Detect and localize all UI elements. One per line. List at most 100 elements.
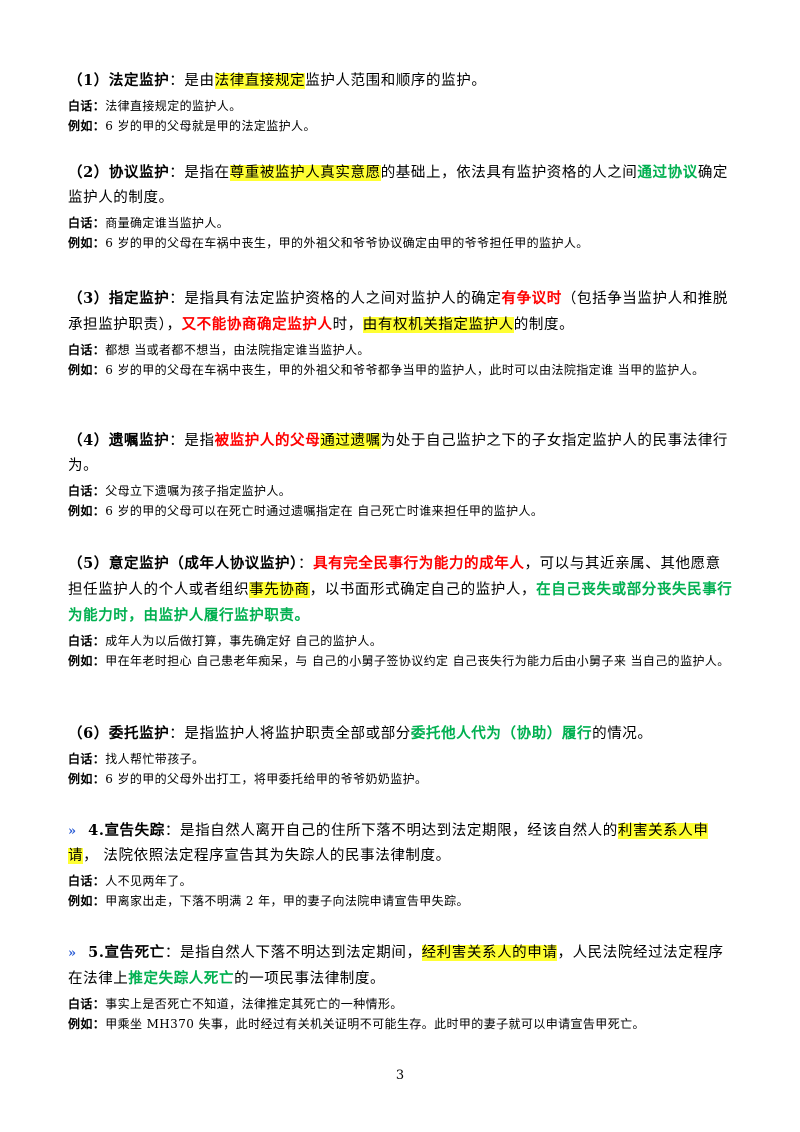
emphasis: 通过协议 [637, 164, 698, 181]
example: 例如：甲离家出走，下落不明满 2 年，甲的妻子向法院申请宣告甲失踪。 [68, 891, 736, 911]
plain-explanation: 白话：都想 当或者都不想当，由法院指定谁当监护人。 [68, 340, 736, 360]
example-text: 6 岁的甲的父母可以在死亡时通过遗嘱指定在 自己死亡时谁来担任甲的监护人。 [105, 504, 544, 518]
text: 为处于自己监护之下的子女指定监护人的民事法律行 为。 [68, 433, 729, 474]
section-declaration-of-death: » 5.宣告死亡：是指自然人下落不明达到法定期间，经利害关系人的申请，人民法院经过… [68, 940, 736, 1034]
section-entrusted-guardianship: （6）委托监护：是指监护人将监护职责全部或部分委托他人代为（协助）履行的情况。 … [68, 721, 736, 789]
term-title: （4）遗嘱监护 [68, 432, 170, 449]
example-label: 例如： [68, 504, 106, 518]
page-number: 3 [395, 1068, 405, 1083]
section-statutory-guardianship: （1）法定监护：是由法律直接规定监护人范围和顺序的监护。 白话：法律直接规定的监… [68, 68, 736, 136]
plain-label: 白话： [68, 874, 106, 888]
text: 的一项民事法律制度。 [234, 971, 386, 987]
definition: （4）遗嘱监护：是指被监护人的父母通过遗嘱为处于自己监护之下的子女指定监护人的民… [68, 428, 736, 479]
double-chevron-icon: » [68, 824, 76, 839]
example: 例如：6 岁的甲的父母外出打工，将甲委托给甲的爷爷奶奶监护。 [68, 769, 736, 789]
example-label: 例如： [68, 1017, 106, 1031]
highlight: 事先协商 [249, 582, 310, 598]
plain-explanation: 白话：人不见两年了。 [68, 871, 736, 891]
example-label: 例如： [68, 363, 106, 377]
plain-text: 父母立下遗嘱为孩子指定监护人。 [105, 484, 292, 498]
emphasis: 在自己丧失或部分丧失民事行 为能力时， [68, 581, 733, 624]
plain-label: 白话： [68, 752, 106, 766]
emphasis: 有争议时 [501, 290, 562, 307]
term-title: 4.宣告失踪 [88, 822, 165, 839]
example: 例如：甲乘坐 MH370 失事，此时经过有关机关证明不可能生存。此时甲的妻子就可… [68, 1014, 736, 1034]
example: 例如：6 岁的甲的父母就是甲的法定监护人。 [68, 116, 736, 136]
text: ：是指 [169, 433, 215, 449]
plain-text: 人不见两年了。 [105, 874, 193, 888]
term-title: （6）委托监护 [68, 725, 170, 742]
text: 的情况。 [592, 726, 653, 742]
section-declaration-of-missing: »4.宣告失踪：是指自然人离开自己的住所下落不明达到法定期限，经该自然人的利害关… [68, 818, 736, 911]
text: ：是指自然人下落不明达到法定期间， [164, 945, 422, 961]
double-chevron-icon: » [68, 946, 76, 961]
text: ： [297, 556, 314, 572]
text: ：是指自然人离开自己的住所下落不明达到法定期限，经该自然人的 [164, 823, 618, 839]
emphasis: 被监护人的父母 [214, 432, 321, 449]
highlight: 由有权机关指定监护人 [362, 317, 514, 333]
plain-label: 白话： [68, 997, 106, 1011]
emphasis: 又不能协商确定监护人 [181, 316, 333, 333]
example: 例如：6 岁的甲的父母可以在死亡时通过遗嘱指定在 自己死亡时谁来担任甲的监护人。 [68, 501, 736, 521]
example: 例如：6 岁的甲的父母在车祸中丧生，甲的外祖父和爷爷协议确定由甲的爷爷担任甲的监… [68, 233, 736, 253]
example: 例如：甲在年老时担心 自己患老年痴呆，与 自己的小舅子签协议约定 自己丧失行为能… [68, 651, 736, 671]
plain-explanation: 白话：法律直接规定的监护人。 [68, 96, 736, 116]
text: （包括争当监护人和推脱 承担监护职责）， [68, 291, 729, 333]
plain-label: 白话： [68, 343, 106, 357]
example-text: 6 岁的甲的父母外出打工，将甲委托给甲的爷爷奶奶监护。 [105, 772, 428, 786]
term-title: （2）协议监护 [68, 164, 170, 181]
example-text: 甲在年老时担心 自己患老年痴呆，与 自己的小舅子签协议约定 自己丧失行为能力后由… [105, 654, 730, 668]
emphasis: 由监护人履行监护职责。 [143, 607, 310, 624]
plain-text: 都想 当或者都不想当，由法院指定谁当监护人。 [105, 343, 370, 357]
text: ：是指具有法定监护资格的人之间对监护人的确定 [169, 291, 502, 307]
plain-text: 事实上是否死亡不知道，法律推定其死亡的一种情形。 [105, 997, 403, 1011]
plain-label: 白话： [68, 99, 106, 113]
plain-label: 白话： [68, 484, 106, 498]
highlight: 法律直接规定 [214, 73, 306, 89]
section-designated-guardianship: （3）指定监护：是指具有法定监护资格的人之间对监护人的确定有争议时（包括争当监护… [68, 286, 736, 380]
plain-text: 找人帮忙带孩子。 [105, 752, 205, 766]
emphasis: 具有完全民事行为能力的成年人 [313, 555, 525, 572]
example-text: 甲离家出走，下落不明满 2 年，甲的妻子向法院申请宣告甲失踪。 [105, 894, 469, 908]
text: ：是指监护人将监护职责全部或部分 [169, 726, 411, 742]
definition: »4.宣告失踪：是指自然人离开自己的住所下落不明达到法定期限，经该自然人的利害关… [68, 818, 736, 869]
highlight: 通过遗嘱 [320, 433, 381, 449]
example-label: 例如： [68, 236, 106, 250]
example-label: 例如： [68, 772, 106, 786]
example-text: 6 岁的甲的父母在车祸中丧生，甲的外祖父和爷爷都争当甲的监护人，此时可以由法院指… [105, 363, 705, 377]
example-text: 6 岁的甲的父母在车祸中丧生，甲的外祖父和爷爷协议确定由甲的爷爷担任甲的监护人。 [105, 236, 589, 250]
plain-explanation: 白话：找人帮忙带孩子。 [68, 749, 736, 769]
plain-explanation: 白话：事实上是否死亡不知道，法律推定其死亡的一种情形。 [68, 994, 736, 1014]
text: 的基础上，依法具有监护资格的人之间 [380, 165, 638, 181]
section-voluntary-guardianship: （5）意定监护（成年人协议监护）：具有完全民事行为能力的成年人，可以与其近亲属、… [68, 551, 736, 671]
term-title: 5.宣告死亡 [88, 944, 165, 961]
text: 监护人范围和顺序的监护。 [305, 73, 487, 89]
term-title: （5）意定监护（成年人协议监护） [68, 555, 298, 572]
definition: （2）协议监护：是指在尊重被监护人真实意愿的基础上，依法具有监护资格的人之间通过… [68, 160, 736, 211]
section-testamentary-guardianship: （4）遗嘱监护：是指被监护人的父母通过遗嘱为处于自己监护之下的子女指定监护人的民… [68, 428, 736, 521]
highlight: 经利害关系人的申请 [421, 945, 558, 961]
text: ，人民法院经过法定程序 在法律上 [68, 945, 724, 987]
example-text: 甲乘坐 MH370 失事，此时经过有关机关证明不可能生存。此时甲的妻子就可以申请… [105, 1017, 645, 1031]
definition: » 5.宣告死亡：是指自然人下落不明达到法定期间，经利害关系人的申请，人民法院经过… [68, 940, 736, 992]
plain-explanation: 白话：商量确定谁当监护人。 [68, 213, 736, 233]
example-label: 例如： [68, 119, 106, 133]
definition: （5）意定监护（成年人协议监护）：具有完全民事行为能力的成年人，可以与其近亲属、… [68, 551, 736, 629]
term-title: （3）指定监护 [68, 290, 170, 307]
example-text: 6 岁的甲的父母就是甲的法定监护人。 [105, 119, 316, 133]
text: ，可以与其近亲属、其他愿意 担任监护人的个人或者组织 [68, 556, 721, 598]
plain-text: 法律直接规定的监护人。 [105, 99, 242, 113]
text: ：是由 [169, 73, 215, 89]
text: ：是指在 [169, 165, 230, 181]
highlight: 尊重被监护人真实意愿 [229, 165, 381, 181]
example: 例如：6 岁的甲的父母在车祸中丧生，甲的外祖父和爷爷都争当甲的监护人，此时可以由… [68, 360, 736, 380]
plain-explanation: 白话：父母立下遗嘱为孩子指定监护人。 [68, 481, 736, 501]
definition: （3）指定监护：是指具有法定监护资格的人之间对监护人的确定有争议时（包括争当监护… [68, 286, 736, 338]
text: ， 法院依照法定程序宣告其为失踪人的民事法律制度。 [83, 848, 451, 864]
plain-explanation: 白话：成年人为以后做打算，事先确定好 自己的监护人。 [68, 631, 736, 651]
emphasis: 推定失踪人死亡 [128, 970, 235, 987]
definition: （6）委托监护：是指监护人将监护职责全部或部分委托他人代为（协助）履行的情况。 [68, 721, 736, 747]
section-agreement-guardianship: （2）协议监护：是指在尊重被监护人真实意愿的基础上，依法具有监护资格的人之间通过… [68, 160, 736, 253]
emphasis: 委托他人代为（协助）履行 [410, 725, 593, 742]
